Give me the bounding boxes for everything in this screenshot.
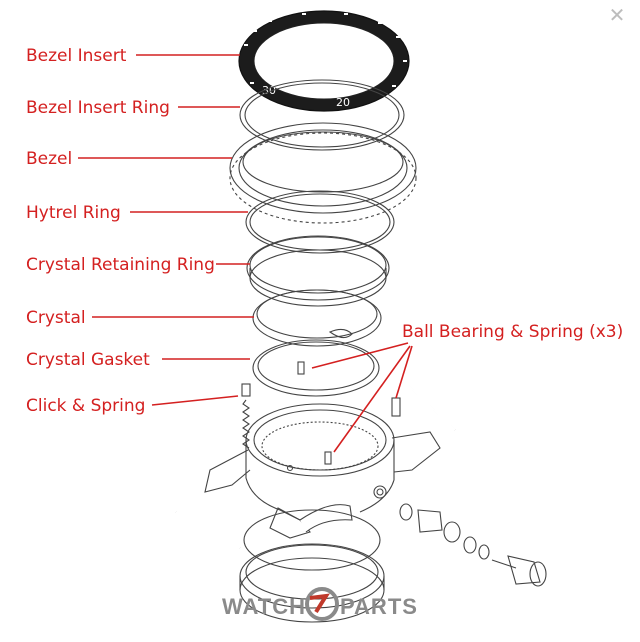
watermark: WATCH PARTS [222, 587, 418, 621]
label-crystal: Crystal [26, 308, 86, 328]
callout-lines [78, 54, 413, 453]
label-click-spring: Click & Spring [26, 396, 145, 416]
spring-bar-left [175, 511, 241, 549]
watch-case-part [204, 403, 441, 539]
bezel-part [229, 122, 417, 224]
label-bezel-insert-ring: Bezel Insert Ring [26, 98, 170, 118]
bezel-insert-part: 30 20 [238, 10, 410, 112]
crystal-part [252, 289, 382, 347]
bezel-mark-20: 20 [336, 96, 350, 109]
crystal-retaining-ring-part [246, 235, 390, 307]
hytrel-ring-part [245, 190, 395, 254]
label-bezel: Bezel [26, 149, 72, 169]
label-hytrel-ring: Hytrel Ring [26, 203, 121, 223]
label-crystal-retaining-ring: Crystal Retaining Ring [26, 255, 215, 275]
label-crystal-gasket: Crystal Gasket [26, 350, 150, 370]
close-icon[interactable]: ✕ [608, 3, 626, 27]
watermark-right-text: PARTS [340, 594, 418, 619]
label-bezel-insert: Bezel Insert [26, 46, 127, 66]
click-spring-part [241, 383, 251, 449]
part-labels: Bezel Insert Bezel Insert Ring Bezel Hyt… [26, 46, 623, 416]
label-ball-bearing-spring: Ball Bearing & Spring (x3) [402, 322, 623, 342]
watermark-logo-icon [305, 587, 339, 621]
bezel-insert-ring-part [239, 79, 405, 151]
crystal-gasket-part [252, 339, 380, 397]
crown-assembly-part [399, 503, 547, 587]
watermark-left-text: WATCH [222, 594, 306, 619]
